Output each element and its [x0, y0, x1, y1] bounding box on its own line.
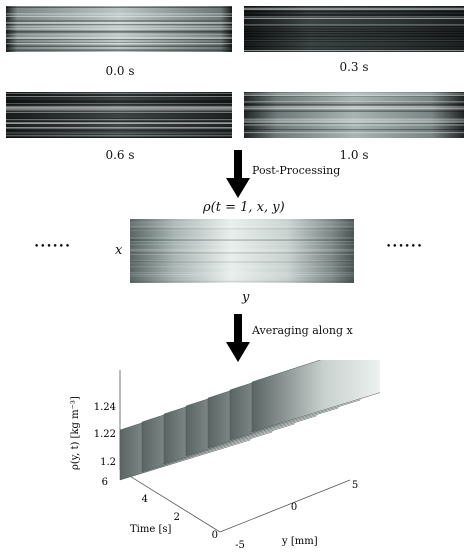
time-axis [119, 469, 221, 533]
z-axis-label: ρ(y, t) [kg m⁻³] [70, 396, 81, 470]
t-tick-6: 6 [102, 477, 108, 488]
y-tick-0: 0 [291, 502, 297, 513]
dots-right: • • • • • • [386, 242, 422, 252]
frame-0s-caption: 0.0 s [105, 64, 135, 78]
averaging-label: Averaging along x [252, 324, 353, 337]
frame-0s [6, 6, 232, 52]
z-tick-122: 1.22 [94, 429, 116, 440]
surface-plot: 1.24 1.22 1.2 6 4 2 0 -5 0 5 ρ(y, t) [kg… [70, 360, 380, 551]
post-processing-arrow [226, 150, 250, 198]
density-field-title: ρ(t = 1, x, y) [203, 200, 285, 215]
frame-06s [6, 92, 232, 138]
y-axis-label: y [mm] [281, 536, 318, 547]
frame-1s [244, 92, 464, 138]
frame-06s-image [6, 92, 232, 138]
y-axis [219, 479, 351, 533]
density-field-svg [130, 219, 354, 283]
frame-03s [244, 6, 464, 52]
z-tick-124: 1.24 [94, 402, 116, 413]
t-tick-2: 2 [174, 512, 180, 523]
time-axis-label: Time [s] [130, 524, 171, 535]
t-tick-0: 0 [212, 530, 218, 541]
surface-ridges [119, 360, 380, 481]
frame-1s-caption: 1.0 s [339, 148, 369, 162]
frame-06s-caption: 0.6 s [105, 148, 135, 162]
density-field-x-label: x [115, 243, 123, 258]
frame-03s-image [244, 6, 464, 52]
t-tick-4: 4 [142, 494, 148, 505]
frame-03s-caption: 0.3 s [339, 60, 369, 74]
post-processing-label: Post-Processing [252, 164, 341, 177]
dots-left: • • • • • • [34, 242, 70, 252]
y-tick-5: 5 [352, 480, 358, 491]
y-tick-neg5: -5 [235, 540, 245, 551]
density-field-y-label: y [242, 290, 250, 305]
averaging-arrow [226, 314, 250, 362]
frame-1s-image [244, 92, 464, 138]
surface-ridge [251, 360, 380, 433]
density-field-image [130, 219, 354, 283]
z-tick-12: 1.2 [100, 457, 116, 468]
frame-0s-image [6, 6, 232, 52]
